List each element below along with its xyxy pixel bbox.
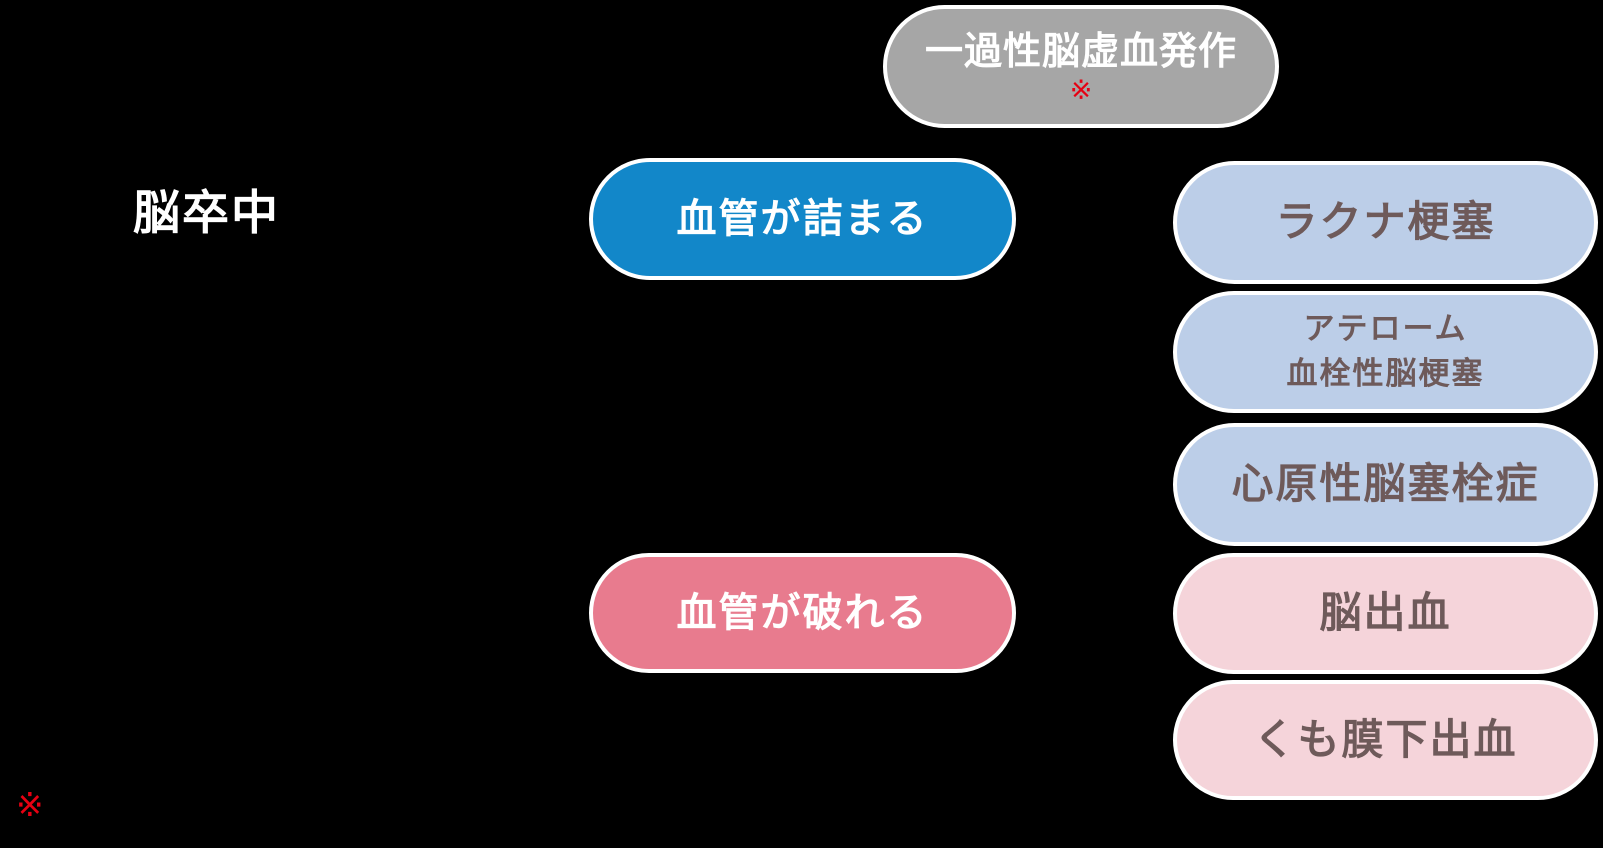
node-subarachnoid-hemorrhage-label: くも膜下出血 [1253, 714, 1518, 764]
footnote-reference-mark: ※ [1069, 75, 1093, 107]
node-vessel-blocked-label: 血管が詰まる [676, 196, 929, 242]
node-vessel-blocked: 血管が詰まる [589, 158, 1016, 280]
node-atherothrombotic-infarction: アテローム 血栓性脳梗塞 [1173, 291, 1598, 413]
footnote-reference-mark-bottom: ※ [16, 785, 44, 824]
root-label-stroke: 脳卒中 [133, 186, 280, 241]
node-transient-ischemic-attack: 一過性脳虚血発作 ※ [883, 5, 1279, 128]
node-vessel-ruptured: 血管が破れる [589, 553, 1016, 673]
node-cardiogenic-embolism-label: 心原性脳塞栓症 [1231, 459, 1540, 509]
node-subarachnoid-hemorrhage: くも膜下出血 [1173, 680, 1598, 800]
node-transient-ischemic-attack-label: 一過性脳虚血発作 [924, 28, 1237, 73]
node-atherothrombotic-infarction-label-line1: アテローム [1303, 311, 1468, 348]
node-vessel-ruptured-label: 血管が破れる [676, 590, 929, 636]
node-atherothrombotic-infarction-label-line2: 血栓性脳梗塞 [1286, 356, 1485, 392]
node-cardiogenic-embolism: 心原性脳塞栓症 [1173, 423, 1598, 546]
node-lacunar-infarction: ラクナ梗塞 [1173, 161, 1598, 284]
node-cerebral-hemorrhage-label: 脳出血 [1319, 588, 1452, 638]
node-cerebral-hemorrhage: 脳出血 [1173, 553, 1598, 674]
node-lacunar-infarction-label: ラクナ梗塞 [1275, 197, 1496, 247]
